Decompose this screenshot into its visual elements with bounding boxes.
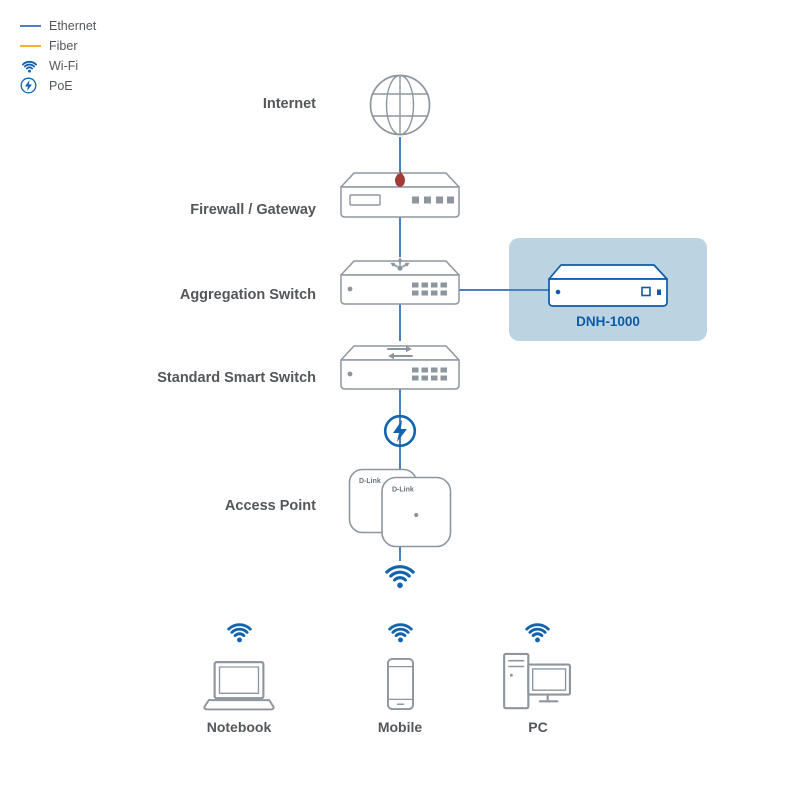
pc-label: PC [528,719,548,735]
aggregation-switch-device [340,257,460,305]
globe-icon [369,74,431,136]
poe-icon [20,77,46,94]
mobile-icon [387,657,414,711]
poe-icon [383,414,417,448]
legend-label: PoE [49,78,73,93]
wifi-icon [525,623,550,643]
ethernet-line-swatch [20,24,46,27]
legend-item-ethernet: Ethernet [20,16,96,35]
legend-item-fiber: Fiber [20,36,96,55]
aggregation-switch-label: Aggregation Switch [179,287,316,303]
firewall-label: Firewall / Gateway [190,202,316,218]
legend-item-poe: PoE [20,76,96,95]
legend-label: Ethernet [49,18,97,33]
flame-icon [395,171,405,187]
smart-switch-label: Standard Smart Switch [157,370,316,386]
fiber-line-swatch [20,44,46,47]
pc-icon [503,652,571,710]
legend-item-wifi: Wi-Fi [20,56,96,75]
mobile-label: Mobile [377,719,423,735]
wifi-icon [20,59,46,73]
internet-label: Internet [262,96,316,112]
dnh-1000-label: DNH-1000 [576,314,640,329]
legend-label: Wi-Fi [49,58,79,73]
access-point-label: Access Point [224,498,316,514]
smart-switch-device [340,345,460,390]
notebook-label: Notebook [206,719,272,735]
switch-arrows-icon [387,345,413,360]
legend-label: Fiber [49,38,78,53]
dlink-logo-text: D-Link [359,478,381,485]
wifi-icon [388,623,413,643]
wifi-icon [227,623,252,643]
wifi-signal-icon [385,565,415,589]
dnh-1000-device [548,264,668,307]
legend: Ethernet Fiber Wi-Fi [20,16,96,96]
access-point-device: D-Link D-Link [348,468,452,548]
firewall-gateway-device [340,171,460,218]
aggregation-icon [390,257,410,271]
notebook-icon [203,661,275,711]
dlink-logo-text: D-Link [392,487,414,494]
